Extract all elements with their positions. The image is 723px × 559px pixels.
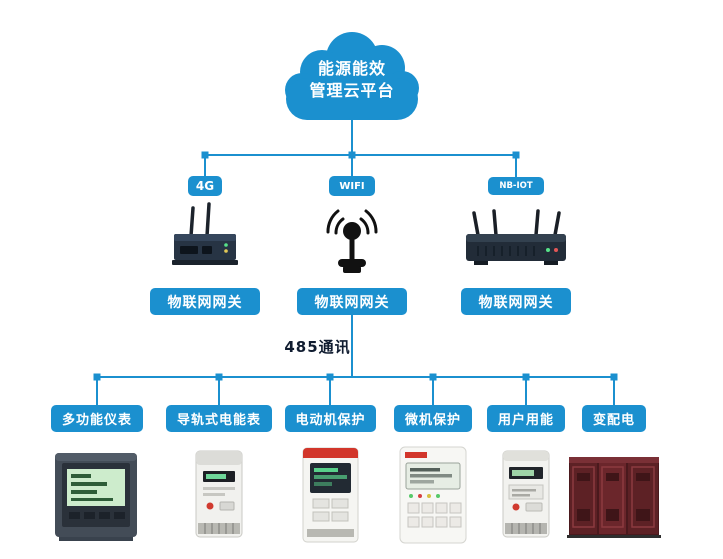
- gateway-nbiot-router-image: [456, 208, 576, 280]
- gateway-4g-router-image: [160, 200, 250, 285]
- microcomputer-protection-image: [392, 443, 474, 547]
- cloud-platform-title: 能源能效 管理云平台: [278, 58, 426, 101]
- cloud-platform-node: 能源能效 管理云平台: [278, 28, 426, 124]
- gateway-label-2: 物联网网关: [297, 288, 407, 315]
- cloud-title-line2: 管理云平台: [309, 80, 395, 100]
- gateway-label-3: 物联网网关: [461, 288, 571, 315]
- badge-wifi: WIFI: [329, 176, 375, 196]
- gateway-label-1: 物联网网关: [150, 288, 260, 315]
- din-rail-energy-meter-image: [184, 445, 254, 545]
- badge-4g: 4G: [188, 176, 222, 196]
- device-label-motor-protection: 电动机保护: [285, 405, 376, 432]
- cloud-icon: [285, 32, 419, 120]
- bus-485-label: 485通讯: [284, 338, 351, 356]
- multifunction-meter-image: [49, 445, 145, 545]
- cloud-title-line1: 能源能效: [317, 59, 386, 78]
- device-label-power-distribution: 变配电: [582, 405, 646, 432]
- device-label-user-energy: 用户用能: [487, 405, 565, 432]
- user-energy-meter-image: [491, 445, 561, 545]
- motor-protection-relay-image: [293, 444, 368, 546]
- badge-nb-iot: NB-IOT: [488, 177, 544, 195]
- device-label-din-rail-meter: 导轨式电能表: [166, 405, 272, 432]
- gateway-wifi-antenna-image: [317, 203, 387, 281]
- device-label-micro-protection: 微机保护: [394, 405, 472, 432]
- device-label-multifunction-meter: 多功能仪表: [51, 405, 143, 432]
- power-distribution-cabinets-image: [564, 447, 664, 545]
